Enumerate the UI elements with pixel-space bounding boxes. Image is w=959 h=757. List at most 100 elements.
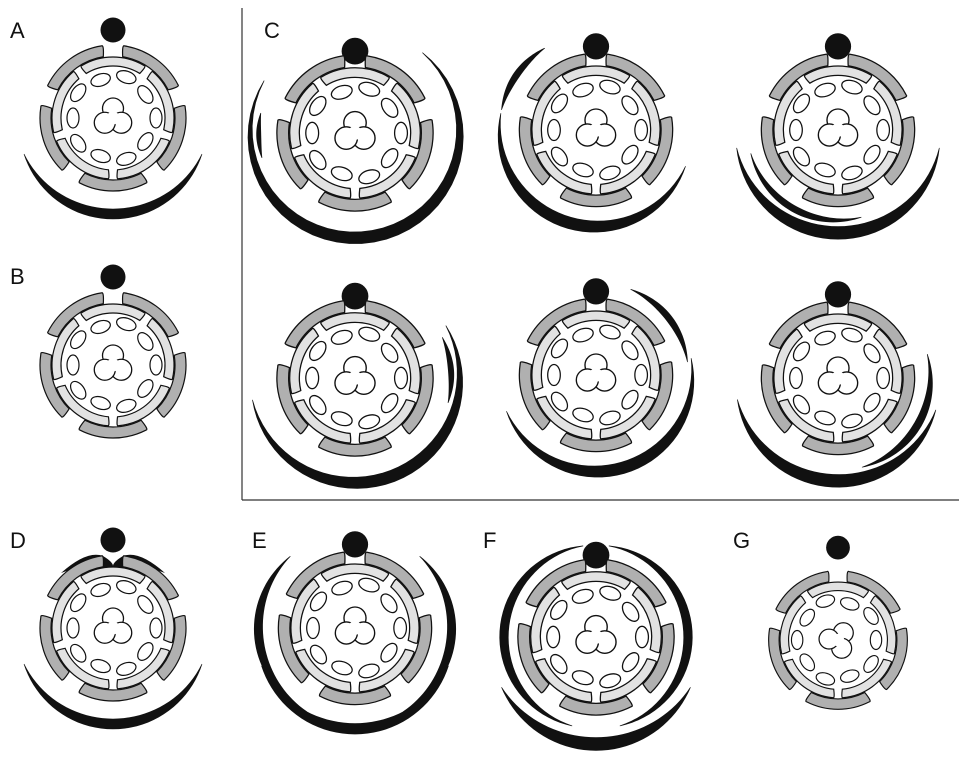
axis-dot (341, 531, 369, 558)
stamen (621, 601, 640, 622)
sepal (518, 361, 551, 431)
petal (320, 563, 390, 583)
stamen (621, 340, 639, 361)
sepal (156, 104, 187, 171)
stamen (90, 395, 111, 411)
ovary-center (106, 358, 120, 372)
petal (873, 328, 903, 394)
stamen (792, 93, 811, 114)
stamen (790, 629, 804, 651)
petal (631, 586, 662, 654)
stamen (789, 118, 803, 142)
stamen (572, 82, 594, 98)
stamen (572, 327, 594, 343)
floral-diagram-c2 (497, 33, 686, 233)
bract-spiral-left-1 (256, 112, 263, 159)
sepal (364, 551, 425, 600)
petal (289, 82, 320, 150)
stamen (841, 79, 863, 95)
sepal (878, 627, 908, 691)
stamen (393, 121, 409, 145)
sepal (121, 555, 179, 601)
stamen (814, 410, 836, 426)
sepal (47, 45, 105, 91)
panel-label-g: G (733, 528, 750, 553)
petal (80, 566, 146, 585)
petal (294, 154, 352, 199)
bract-double-front-right-1 (861, 354, 933, 468)
sepal (277, 614, 310, 684)
petal (841, 658, 893, 699)
stamen (792, 394, 811, 415)
stamen (634, 625, 650, 649)
stamen (621, 652, 640, 673)
sepal (78, 419, 148, 439)
gynoecium (575, 353, 617, 392)
sepal (526, 53, 587, 102)
sepal (559, 432, 633, 453)
sepal (847, 53, 908, 102)
stamen (876, 366, 891, 390)
petal (561, 65, 631, 85)
floral-diagram-a (23, 17, 203, 220)
bract-front-pair-0 (501, 687, 691, 751)
stamen (149, 617, 163, 639)
stamen (69, 643, 87, 663)
petal (535, 658, 593, 703)
sepal (805, 691, 871, 710)
sepal (526, 298, 587, 347)
petal (631, 325, 661, 391)
sepal (156, 351, 187, 418)
stamen (863, 95, 881, 116)
ovary-center (589, 630, 603, 644)
floral-diagram-c4 (252, 282, 463, 489)
petal (841, 398, 898, 443)
stamen (137, 595, 154, 614)
panel-label-b: B (10, 264, 25, 289)
bract-two-lateral-wide-1 (608, 545, 693, 727)
gynoecium (93, 97, 133, 134)
stamen (550, 338, 569, 359)
stamen (116, 70, 137, 85)
stamen (547, 118, 561, 142)
floral-diagram-c6 (737, 281, 937, 488)
stamen (380, 593, 398, 614)
petal (116, 137, 170, 180)
stamen (116, 661, 137, 676)
stamen (599, 585, 622, 601)
gynoecium (575, 614, 617, 655)
gynoecium (817, 108, 859, 147)
stamen (330, 411, 353, 427)
gynoecium (817, 356, 859, 395)
stamen (393, 366, 409, 390)
sepal (605, 53, 666, 102)
gynoecium (334, 110, 376, 151)
stamen (839, 597, 860, 611)
axis-dot (824, 281, 852, 308)
stamen (116, 580, 137, 595)
sepal (284, 300, 346, 349)
petal (358, 399, 416, 444)
sepal (605, 559, 667, 608)
floral-diagram-b (39, 264, 187, 439)
petal (631, 80, 661, 146)
bract-double-front-0 (736, 147, 940, 240)
sepal (276, 364, 309, 435)
petal (116, 647, 170, 690)
petal (531, 80, 561, 146)
petal (778, 398, 835, 443)
stamen (634, 363, 649, 387)
petal (869, 595, 897, 655)
stamen (839, 669, 860, 683)
stamen (863, 144, 881, 165)
stamen (358, 577, 380, 593)
stamen (137, 642, 154, 661)
stamen (599, 165, 621, 181)
stamen (380, 342, 399, 363)
axis-dot (582, 33, 610, 60)
stamen (358, 326, 381, 342)
sepal (642, 623, 675, 694)
petal (56, 137, 110, 180)
stamen (621, 144, 639, 165)
sepal (517, 623, 550, 694)
